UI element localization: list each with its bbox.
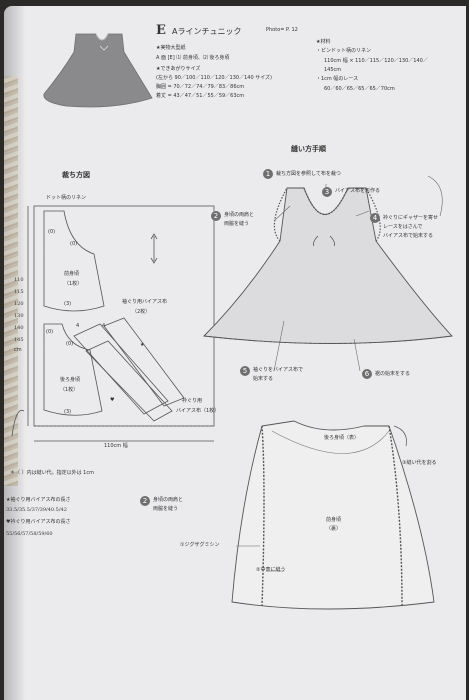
neck-bias-count: バイアス布（1枚） bbox=[176, 408, 220, 414]
side-seam-diagram bbox=[231, 420, 435, 610]
length-110: 110 bbox=[14, 277, 24, 283]
fabric-width-label: 110cm 幅 bbox=[104, 443, 128, 449]
star-mark: ★ bbox=[140, 342, 145, 348]
step-4-text: 衿ぐりにギャザーを寄せ bbox=[383, 215, 439, 221]
length-unit: cm bbox=[14, 347, 22, 353]
front-piece-count: （1枚） bbox=[64, 281, 83, 287]
tunic-photo bbox=[43, 33, 153, 108]
seam-allowance-1: (0) bbox=[48, 229, 56, 235]
star-length-label: ★袖ぐり用バイアス布の長さ bbox=[6, 497, 71, 503]
back-piece-label: 後ろ身頃 bbox=[60, 377, 81, 383]
detail-middle-label: ②中表に縫う bbox=[256, 567, 286, 573]
step-6-text: 裾の始末をする bbox=[375, 371, 411, 377]
step-3-number: 3 bbox=[322, 187, 332, 197]
materials-fabric: ・ピンドット柄のリネン bbox=[316, 48, 372, 54]
step-2-text-2: 両脇を縫う bbox=[224, 221, 250, 227]
seam-allowance-5: (0) bbox=[66, 341, 74, 347]
seam-allowance-3: (3) bbox=[64, 301, 72, 307]
sewing-title: 縫い方手順 bbox=[291, 145, 326, 153]
fabric-name: ドット柄のリネン bbox=[46, 195, 87, 201]
materials-label: ★材料 bbox=[316, 39, 331, 45]
materials-lace-lengths: 60／60／65／65／65／70cm bbox=[324, 86, 395, 92]
illustrations bbox=[11, 33, 453, 610]
finished-tunic-diagram bbox=[203, 175, 453, 372]
seam-allowance-6: (3) bbox=[64, 409, 72, 415]
sleeve-bias-strip-2 bbox=[85, 340, 173, 422]
sleeve-bias-label: 袖ぐり用バイアス布 bbox=[122, 299, 168, 305]
length-145: 145 bbox=[14, 337, 24, 343]
step-3-text: バイアス布を形作る bbox=[335, 188, 381, 194]
front-piece-shape bbox=[43, 210, 105, 312]
seam-allowance-2: (0) bbox=[70, 241, 78, 247]
sizes-list: (左から 90／100／110／120／130／140 サイズ) bbox=[156, 75, 273, 81]
detail-step-number: 2 bbox=[140, 496, 150, 506]
detail-front-label-2: （裏） bbox=[326, 526, 342, 532]
length-120: 120 bbox=[14, 301, 24, 307]
detail-seam-note: ③縫い代を割る bbox=[402, 460, 437, 466]
section-letter: E bbox=[156, 23, 166, 38]
heart-length-label: ♥衿ぐり用バイアス布の長さ bbox=[6, 519, 71, 525]
detail-step-text: 身頃の両肩と bbox=[153, 497, 184, 503]
step-1-text: 裁ち方図を参照して布を裁つ bbox=[276, 171, 341, 177]
materials-fabric-size-2: 145cm bbox=[324, 67, 342, 73]
length-115: 115 bbox=[14, 289, 24, 295]
step-1-number: 1 bbox=[263, 169, 273, 179]
fabric-edge-texture bbox=[4, 76, 18, 486]
length-140: 140 bbox=[14, 325, 24, 331]
pattern-sheet: A 面 [E] ⑴ 前身頃、⑵ 後ろ身頃 bbox=[156, 55, 230, 61]
step-2-number: 2 bbox=[211, 211, 221, 221]
cutting-title: 裁ち方図 bbox=[62, 171, 90, 179]
step-5-text: 袖ぐりをバイアス布で bbox=[253, 367, 304, 373]
seam-note: ＊（ ）内は縫い代。指定以外は 1cm bbox=[10, 470, 94, 476]
step-5-number: 5 bbox=[240, 366, 250, 376]
pattern-book-page: E Aラインチュニック Photo= P. 12 ★実物大型紙 A 面 [E] … bbox=[4, 6, 466, 700]
neck-bias-label: 衿ぐり用 bbox=[182, 398, 203, 404]
step-4-text-2: レースをはさんで bbox=[383, 224, 423, 230]
seam-allowance-7: 4 bbox=[76, 323, 80, 329]
photo-reference: Photo= P. 12 bbox=[266, 27, 298, 33]
detail-step-text-2: 両脇を縫う bbox=[153, 506, 179, 512]
step-6-number: 6 bbox=[362, 369, 372, 379]
neck-bias-strip bbox=[103, 317, 185, 407]
materials-lace: ・1cm 幅のレース bbox=[316, 76, 359, 82]
back-piece-count: （1枚） bbox=[60, 387, 79, 393]
sleeve-bias-count: （2枚） bbox=[132, 309, 151, 315]
materials-fabric-size: 110cm 幅 × 110／115／120／130／140／ bbox=[324, 58, 428, 64]
step-4-number: 4 bbox=[370, 213, 380, 223]
heart-mark: ♥ bbox=[110, 397, 115, 403]
sizes-label: ★できあがりサイズ bbox=[156, 66, 201, 72]
star-length-values: 33.5/35.5/37/39/40.5/42 bbox=[6, 507, 67, 513]
sleeve-bias-strip-1 bbox=[73, 323, 169, 415]
detail-front-label: 前身頃 bbox=[326, 517, 342, 523]
cutting-layout bbox=[11, 205, 215, 442]
detail-back-label: 後ろ身頃（表） bbox=[324, 435, 360, 441]
length-measurements: 着丈 = 43／47／51／55／59／63cm bbox=[156, 93, 245, 99]
detail-zigzag-label: ①ジグザグミシン bbox=[180, 542, 220, 548]
step-4-text-3: バイアス布で始末する bbox=[383, 233, 434, 239]
pattern-label: ★実物大型紙 bbox=[156, 45, 186, 51]
heart-length-values: 55/56/57/58/59/60 bbox=[6, 531, 53, 537]
page-title: Aラインチュニック bbox=[172, 27, 242, 36]
seam-allowance-8: 4 bbox=[102, 323, 106, 329]
fabric-rectangle bbox=[33, 205, 215, 427]
step-2-text: 身頃の両肩と bbox=[224, 212, 255, 218]
length-130: 130 bbox=[14, 313, 24, 319]
front-piece-label: 前身頃 bbox=[64, 271, 80, 277]
seam-allowance-4: (0) bbox=[46, 329, 54, 335]
step-5-text-2: 始末する bbox=[253, 376, 274, 382]
bust-measurements: 胸囲 = 70／72／74／79／83／86cm bbox=[156, 84, 245, 90]
back-piece-shape bbox=[43, 323, 103, 416]
